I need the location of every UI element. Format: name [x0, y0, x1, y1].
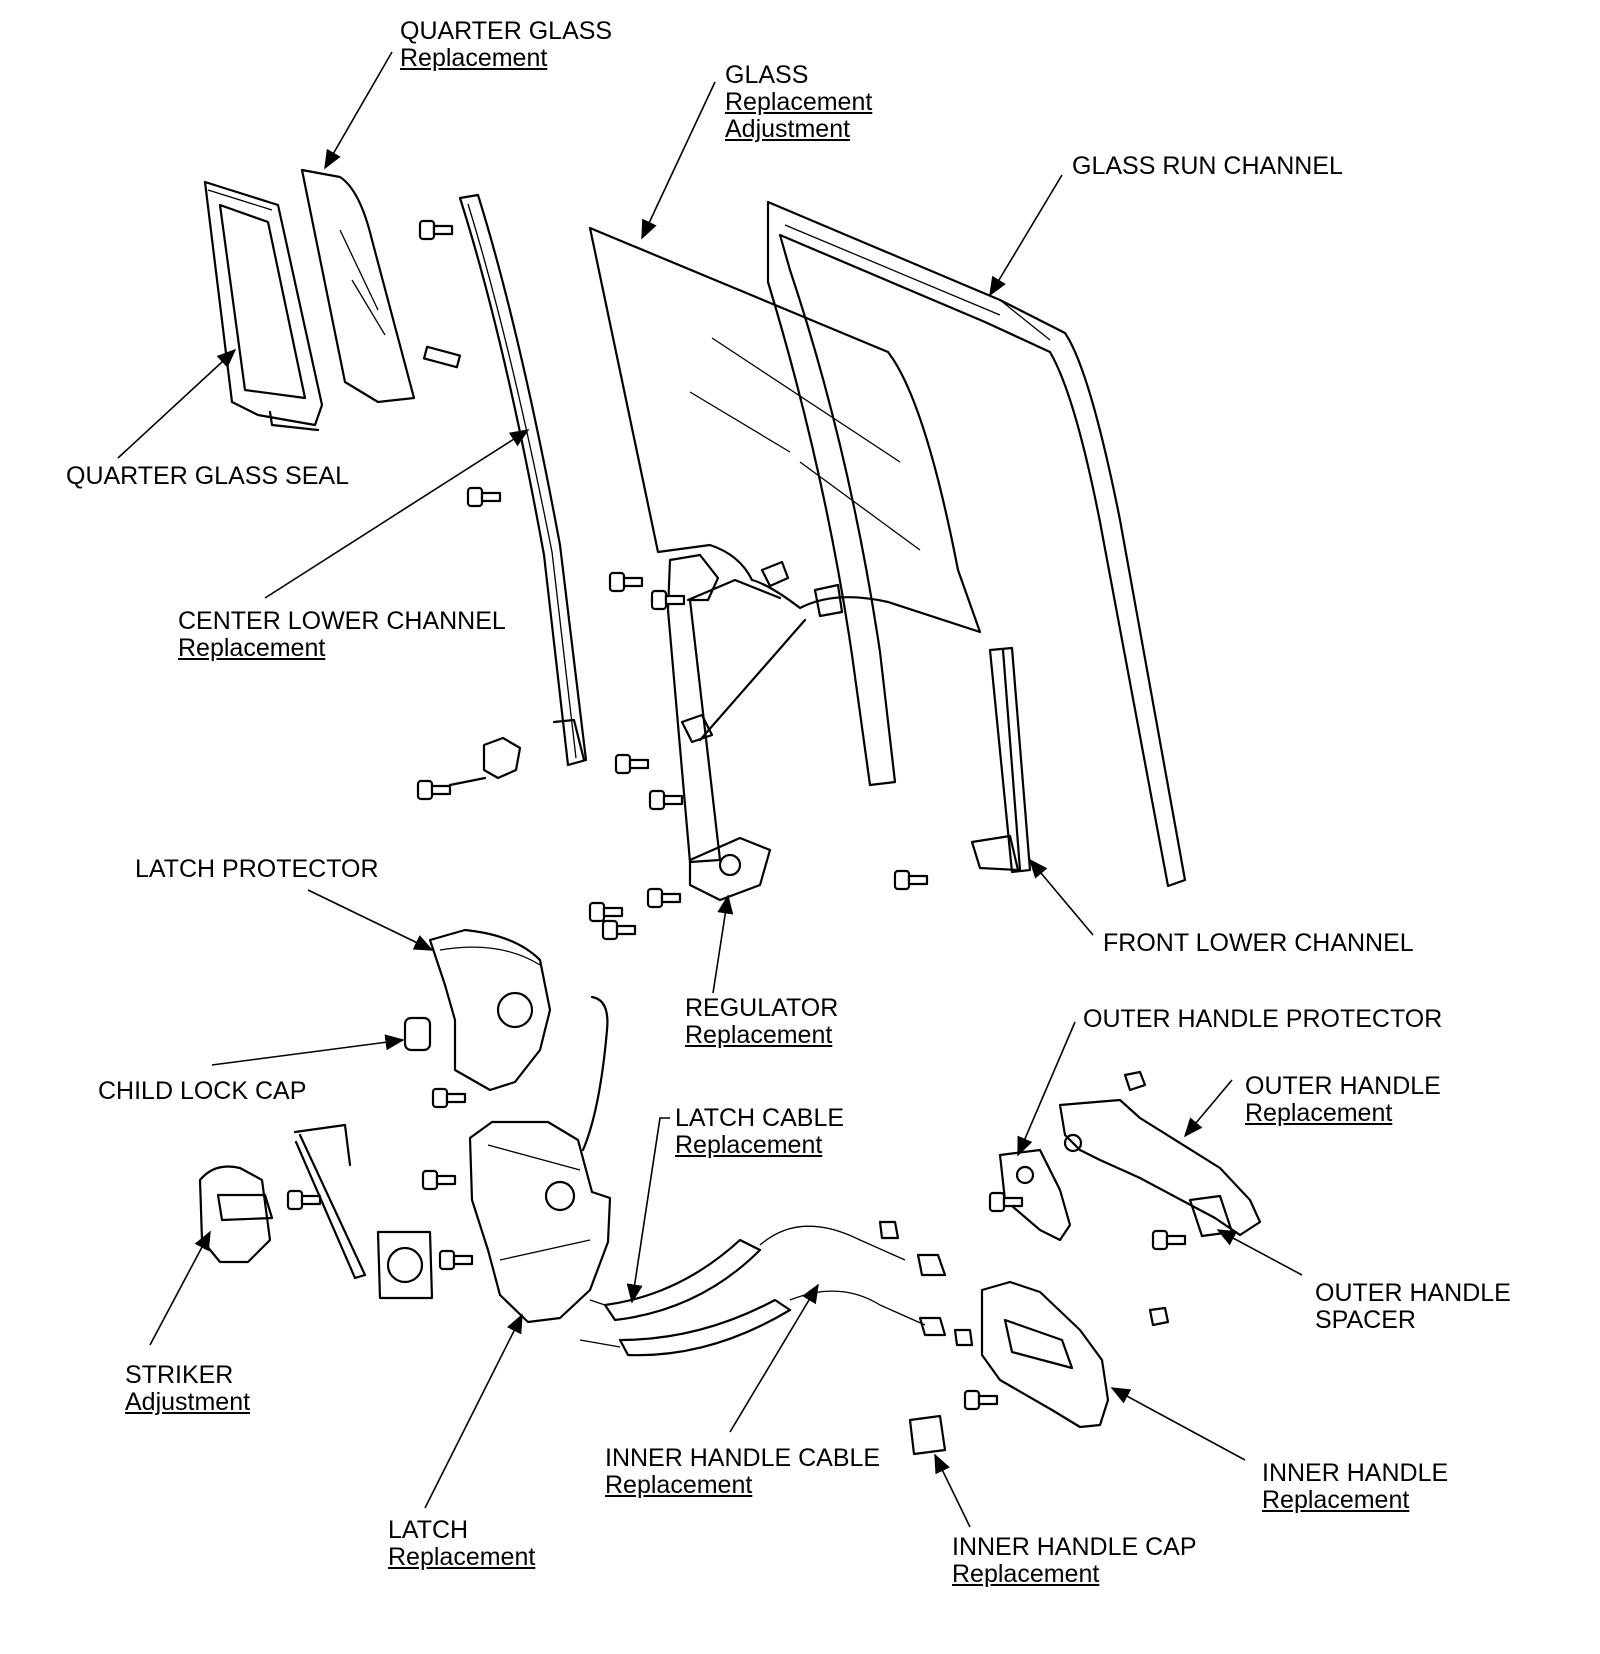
callout-leaders — [117, 51, 1303, 1528]
callout-title: LATCH CABLE — [675, 1104, 845, 1132]
center-lower-channel-replacement-link[interactable]: Replacement — [178, 634, 326, 662]
latch-replacement-link[interactable]: Replacement — [388, 1543, 536, 1571]
latch-protector-part — [428, 928, 552, 1092]
latch-rod — [581, 995, 609, 1152]
quarter-glass-replacement-link[interactable]: Replacement — [400, 44, 548, 72]
cable-clip — [878, 1220, 900, 1240]
callout-title: CHILD LOCK CAP — [98, 1077, 307, 1105]
callout-quarter-glass-seal: QUARTER GLASS SEAL — [66, 463, 349, 490]
latch-cable-replacement-link[interactable]: Replacement — [675, 1131, 823, 1159]
inner-handle-bolt — [963, 1389, 999, 1411]
callout-title: GLASS RUN CHANNEL — [1072, 152, 1343, 180]
cable-clip — [918, 1316, 947, 1337]
latch-bolt — [438, 1249, 474, 1271]
inner-handle-cap-part — [908, 1414, 947, 1456]
callout-title: OUTER HANDLE PROTECTOR — [1083, 1005, 1443, 1033]
channel-bolt — [466, 486, 502, 508]
child-lock-cap-part — [403, 1016, 432, 1052]
callout-title: OUTER HANDLE — [1245, 1072, 1441, 1100]
callout-inner-handle-cap: INNER HANDLE CAP Replacement — [952, 1534, 1197, 1588]
glass-adjustment-link[interactable]: Adjustment — [725, 115, 851, 143]
callout-title: FRONT LOWER CHANNEL — [1103, 929, 1414, 957]
callout-title: OUTER HANDLE — [1315, 1279, 1511, 1307]
outer-handle-bolt — [1151, 1229, 1187, 1251]
callout-title-line-2: SPACER — [1315, 1306, 1416, 1334]
latch-seal-pad — [376, 1230, 434, 1300]
regulator-bolt — [608, 571, 644, 593]
regulator-bolt — [588, 901, 624, 923]
channel-bolt — [418, 219, 454, 241]
callout-inner-handle-cable: INNER HANDLE CABLE Replacement — [605, 1445, 880, 1499]
inner-handle-replacement-link[interactable]: Replacement — [1262, 1486, 1410, 1514]
callout-latch-protector: LATCH PROTECTOR — [135, 856, 379, 883]
callout-title: QUARTER GLASS SEAL — [66, 462, 349, 490]
glass-guide-tab — [422, 345, 462, 369]
callout-striker: STRIKER Adjustment — [125, 1362, 250, 1416]
glass-replacement-link[interactable]: Replacement — [725, 88, 873, 116]
glass-run-channel-part — [766, 200, 1187, 888]
outer-handle-protector-part — [998, 1148, 1072, 1242]
latch-bolt — [421, 1169, 457, 1191]
protector-bolt — [431, 1087, 467, 1109]
inner-handle-cable-part — [579, 1290, 926, 1357]
door-latch-part — [468, 1120, 612, 1324]
striker-part — [198, 1165, 274, 1264]
inner-handle-cable-replacement-link[interactable]: Replacement — [605, 1471, 753, 1499]
callout-outer-handle-spacer: OUTER HANDLE SPACER — [1315, 1280, 1511, 1334]
channel-bracket — [416, 736, 522, 801]
callout-title: INNER HANDLE CAP — [952, 1533, 1197, 1561]
quarter-glass-seal-part — [203, 180, 324, 432]
striker-bolt — [286, 1189, 322, 1211]
quarter-glass-part — [300, 168, 416, 404]
regulator-bolt — [648, 789, 684, 811]
regulator-replacement-link[interactable]: Replacement — [685, 1021, 833, 1049]
callout-latch: LATCH Replacement — [388, 1517, 535, 1571]
callout-regulator: REGULATOR Replacement — [685, 995, 838, 1049]
callout-glass: GLASS Replacement Adjustment — [725, 62, 872, 143]
front-lower-channel-part — [970, 646, 1032, 874]
handle-washer — [1063, 1133, 1083, 1153]
callout-quarter-glass: QUARTER GLASS Replacement — [400, 18, 612, 72]
striker-adjustment-link[interactable]: Adjustment — [125, 1388, 251, 1416]
callout-title: QUARTER GLASS — [400, 17, 613, 45]
callout-title: REGULATOR — [685, 994, 839, 1022]
callout-inner-handle: INNER HANDLE Replacement — [1262, 1460, 1448, 1514]
front-channel-bolt — [893, 869, 929, 891]
callout-latch-cable: LATCH CABLE Replacement — [675, 1105, 844, 1159]
callout-glass-run-channel: GLASS RUN CHANNEL — [1072, 153, 1343, 180]
callout-front-lower-channel: FRONT LOWER CHANNEL — [1103, 930, 1414, 957]
callout-center-lower-channel: CENTER LOWER CHANNEL Replacement — [178, 608, 506, 662]
latch-cable-part — [589, 1225, 906, 1322]
outer-handle-replacement-link[interactable]: Replacement — [1245, 1099, 1393, 1127]
callout-title: GLASS — [725, 61, 809, 89]
inner-handle-part — [980, 1280, 1110, 1429]
callout-title: LATCH PROTECTOR — [135, 855, 379, 883]
regulator-bolt — [601, 919, 637, 941]
callout-title: LATCH — [388, 1516, 469, 1544]
inner-handle-clip — [1148, 1306, 1170, 1327]
callout-outer-handle-protector: OUTER HANDLE PROTECTOR — [1083, 1006, 1442, 1033]
callout-outer-handle: OUTER HANDLE Replacement — [1245, 1073, 1441, 1127]
callout-title: INNER HANDLE — [1262, 1459, 1449, 1487]
cable-clip — [953, 1328, 974, 1347]
outer-handle-part — [1058, 1098, 1262, 1237]
callout-title: INNER HANDLE CABLE — [605, 1444, 881, 1472]
cable-clip — [916, 1253, 947, 1277]
outer-handle-bolt — [988, 1191, 1024, 1213]
regulator-bolt — [646, 887, 682, 909]
inner-handle-cap-replacement-link[interactable]: Replacement — [952, 1560, 1100, 1588]
regulator-bolt — [614, 753, 650, 775]
callout-child-lock-cap: CHILD LOCK CAP — [98, 1078, 306, 1105]
adjust-tool — [293, 1123, 367, 1280]
callout-title: CENTER LOWER CHANNEL — [178, 607, 506, 635]
outer-handle-clip — [1123, 1070, 1147, 1092]
callout-title: STRIKER — [125, 1361, 234, 1389]
window-regulator-part — [666, 553, 844, 902]
center-lower-channel-part — [458, 193, 588, 767]
